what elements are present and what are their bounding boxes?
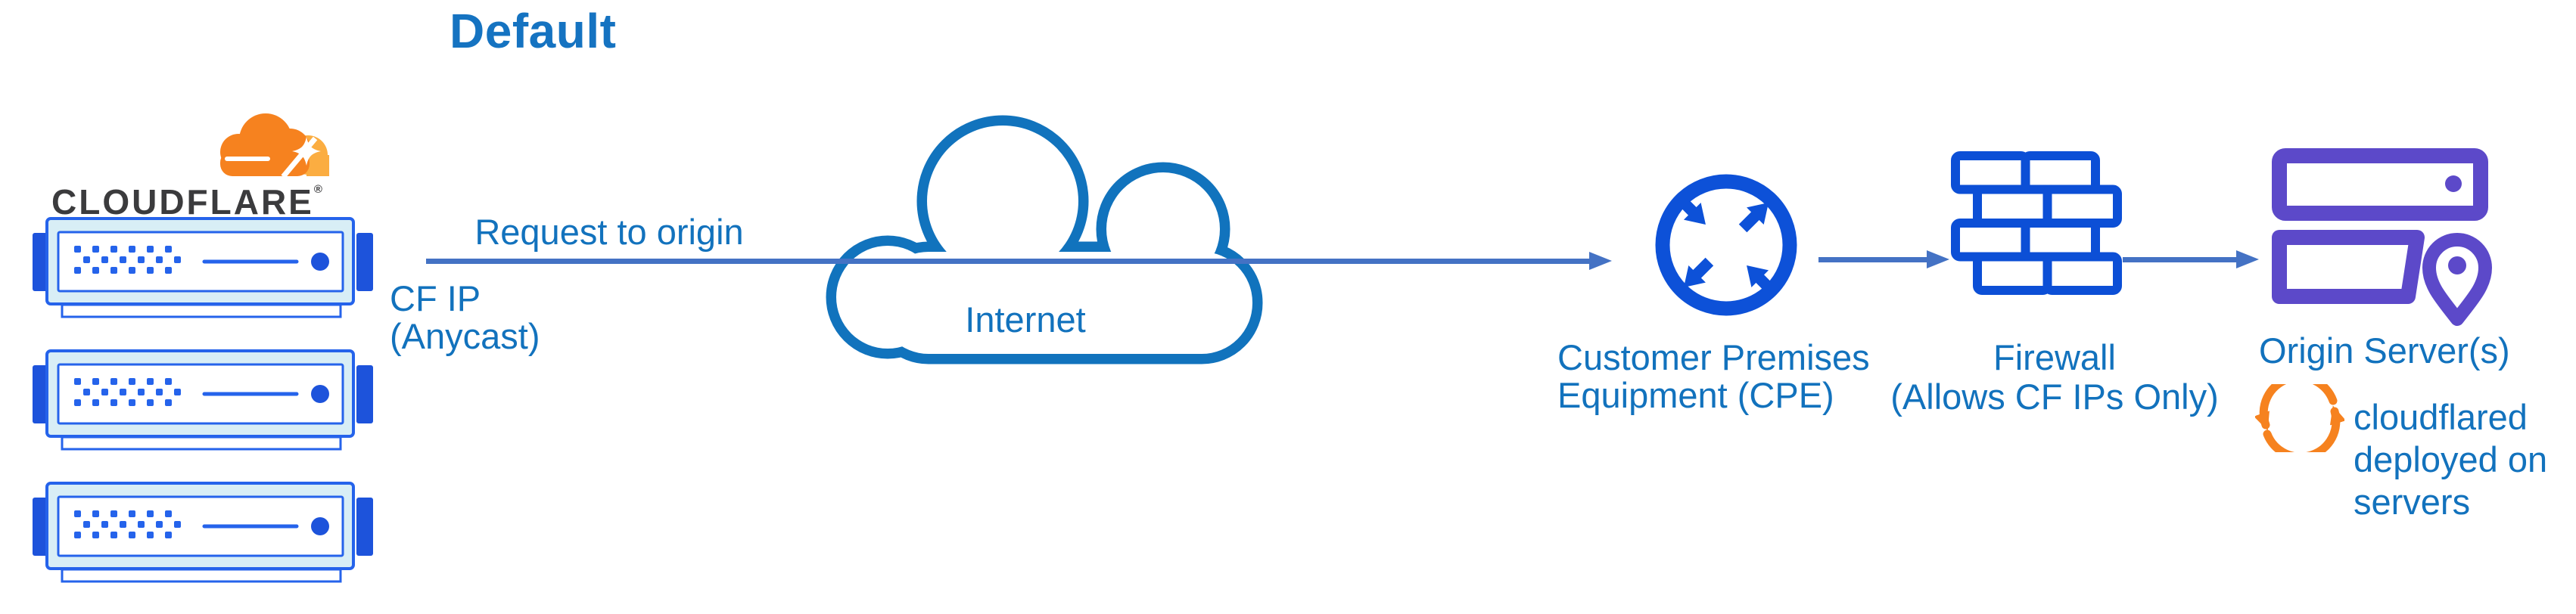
registered-mark: ®	[313, 183, 322, 196]
cloudflared-note-line2: deployed on	[2354, 439, 2548, 479]
cpe-label: Customer Premises Equipment (CPE)	[1557, 339, 1870, 414]
cloudflare-wordmark-text: CLOUDFLARE	[51, 182, 314, 222]
cpe-label-line2: Equipment (CPE)	[1557, 375, 1834, 415]
cf-ip-line2: (Anycast)	[390, 316, 540, 356]
cloudflared-note-line3: servers	[2354, 482, 2471, 522]
cloudflared-note-line1: cloudflared	[2354, 397, 2528, 437]
cf-ip-line1: CF IP	[390, 278, 481, 318]
diagram-title: Default	[450, 4, 617, 58]
arrow-request-head	[1589, 252, 1612, 270]
cloudflared-note: cloudflared deployed on servers	[2354, 396, 2547, 523]
edge-server-rack-icon-2	[33, 349, 373, 451]
cloudflare-wordmark: CLOUDFLARE®	[51, 181, 322, 222]
firewall-label: Firewall (Allows CF IPs Only)	[1877, 338, 2232, 417]
origin-servers-icon	[2272, 148, 2493, 330]
cf-ip-anycast-label: CF IP (Anycast)	[390, 280, 540, 355]
arrow-request-line	[426, 259, 1589, 264]
edge-server-rack-icon-3	[33, 482, 373, 583]
cloudflared-sync-icon	[2255, 384, 2344, 452]
cloudflare-cloud-icon	[220, 113, 329, 178]
request-to-origin-label: Request to origin	[474, 212, 744, 252]
cpe-label-line1: Customer Premises	[1557, 337, 1870, 377]
firewall-brick-wall-icon	[1951, 151, 2122, 298]
arrow-cpe-firewall-line	[1818, 257, 1927, 262]
origin-server-label: Origin Server(s)	[2259, 330, 2510, 371]
internet-cloud-icon	[821, 112, 1275, 369]
cpe-router-icon	[1654, 173, 1798, 317]
internet-label: Internet	[965, 299, 1086, 340]
arrow-firewall-origin-head	[2236, 250, 2259, 268]
firewall-label-line2: (Allows CF IPs Only)	[1890, 377, 2219, 417]
cloudflare-logo	[193, 110, 333, 178]
arrow-firewall-origin-line	[2123, 257, 2236, 262]
edge-server-rack-icon-1	[33, 217, 373, 318]
arrow-cpe-firewall-head	[1927, 250, 1949, 268]
firewall-label-line1: Firewall	[1993, 337, 2116, 377]
